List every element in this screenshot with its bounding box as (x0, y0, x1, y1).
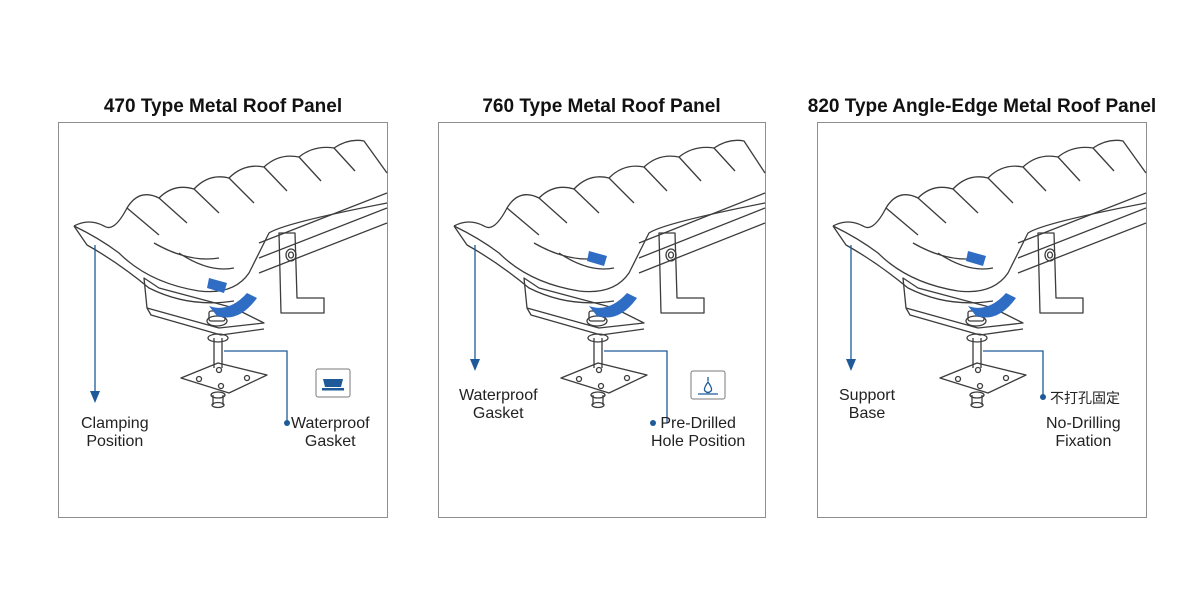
panel-2-roof-illustration (453, 139, 766, 426)
panel-2-title: 760 Type Metal Roof Panel (482, 96, 721, 117)
panel-1-title: 470 Type Metal Roof Panel (103, 96, 343, 117)
drop-icon (698, 377, 718, 395)
panel-3-chinese-tag: 不打孔固定 (1050, 390, 1120, 406)
gasket-icon (322, 379, 344, 391)
panel-1-roof-illustration (73, 139, 388, 426)
panel-3-roof-illustration (832, 139, 1147, 409)
panel-3-title: 820 Type Angle-Edge Metal Roof Panel (807, 96, 1157, 117)
